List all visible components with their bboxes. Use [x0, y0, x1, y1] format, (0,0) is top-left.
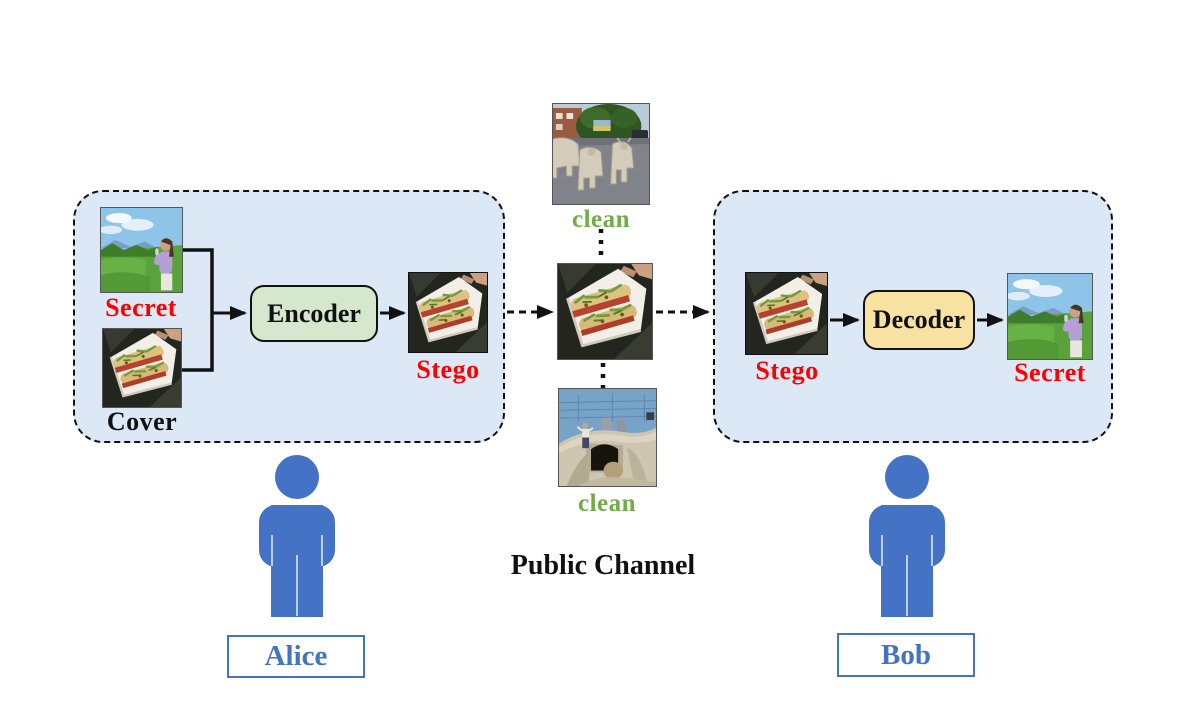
clean-label-bottom: clean — [577, 490, 637, 517]
cover-label: Cover — [106, 407, 178, 436]
cover-photo — [102, 328, 182, 408]
clean-photo-top — [552, 103, 650, 205]
bob-name: Bob — [881, 638, 931, 671]
encoder-box: Encoder — [250, 285, 378, 342]
stego-label-alice: Stego — [416, 355, 480, 384]
clean-label-top: clean — [571, 206, 631, 233]
stego-photo-alice — [408, 272, 488, 353]
secret-label: Secret — [105, 293, 177, 322]
alice-nametag: Alice — [227, 635, 365, 678]
alice-name: Alice — [264, 640, 328, 672]
clean-photo-bottom — [558, 388, 657, 487]
secret-photo — [100, 207, 183, 293]
secret-photo-recovered — [1007, 273, 1093, 360]
alice-person-icon — [258, 455, 336, 618]
secret-label-recovered: Secret — [1014, 358, 1086, 387]
bob-person-icon — [868, 455, 946, 618]
stego-label-bob: Stego — [755, 356, 819, 385]
public-channel-title: Public Channel — [510, 550, 696, 581]
stego-photo-channel — [557, 263, 653, 360]
decoder-box: Decoder — [863, 290, 975, 350]
stego-photo-bob — [745, 272, 828, 355]
bob-nametag: Bob — [837, 633, 975, 677]
